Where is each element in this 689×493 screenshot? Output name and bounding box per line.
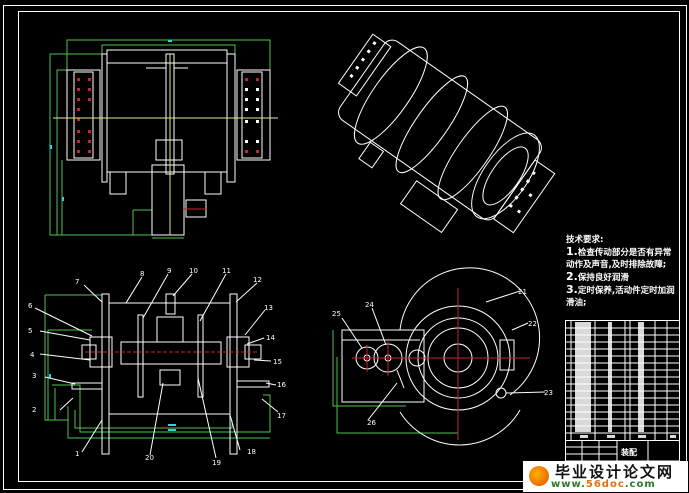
svg-text:15: 15 <box>273 358 282 366</box>
watermark: 毕业设计论文网 www.56doc.com <box>523 461 688 492</box>
tech-heading: 技术要求: <box>566 235 604 245</box>
svg-text:14: 14 <box>266 334 275 342</box>
title-block-title: 装配 <box>621 448 637 457</box>
svg-text:23: 23 <box>544 389 553 397</box>
svg-text:10: 10 <box>189 267 198 275</box>
tech-item: 3.定时保养,活动件定时加润滑油; <box>566 283 675 309</box>
inner-frame <box>18 11 680 482</box>
section-part-labels: 1 2 3 4 5 6 7 8 9 10 11 12 13 14 15 16 1… <box>28 267 286 467</box>
svg-text:13: 13 <box>264 304 273 312</box>
svg-text:6: 6 <box>28 302 33 310</box>
svg-text:22: 22 <box>528 320 537 328</box>
watermark-url: www.56doc.com <box>551 479 656 490</box>
svg-text:5: 5 <box>28 327 32 335</box>
svg-text:7: 7 <box>75 278 79 286</box>
watermark-title: 毕业设计论文网 <box>555 463 675 481</box>
svg-text:17: 17 <box>277 412 286 420</box>
watermark-logo-icon <box>529 466 549 486</box>
side-view: 21 22 23 24 25 26 <box>332 267 553 446</box>
svg-text:26: 26 <box>367 419 376 427</box>
outer-frame <box>3 5 687 490</box>
svg-text:21: 21 <box>518 288 527 296</box>
svg-text:1: 1 <box>75 450 79 458</box>
svg-text:25: 25 <box>332 310 341 318</box>
svg-text:3: 3 <box>32 372 36 380</box>
svg-text:4: 4 <box>30 351 35 359</box>
svg-text:9: 9 <box>167 267 171 275</box>
svg-text:18: 18 <box>247 448 256 456</box>
svg-text:20: 20 <box>145 454 154 462</box>
parts-list-table <box>565 320 680 441</box>
svg-text:11: 11 <box>222 267 231 275</box>
svg-text:19: 19 <box>212 459 221 467</box>
section-view <box>34 273 279 459</box>
svg-text:2: 2 <box>32 406 36 414</box>
isometric-view <box>337 33 556 234</box>
svg-text:16: 16 <box>277 381 286 389</box>
tech-item: 1.检查传动部分是否有异常动作及声音,及时排除故障; <box>566 245 672 271</box>
tech-item: 2.保持良好润滑 <box>566 270 629 284</box>
technical-requirements: 技术要求: 1.检查传动部分是否有异常动作及声音,及时排除故障; 2.保持良好润… <box>566 234 678 309</box>
front-view <box>49 39 278 239</box>
svg-text:8: 8 <box>140 270 144 278</box>
svg-text:24: 24 <box>365 301 374 309</box>
svg-text:12: 12 <box>253 276 262 284</box>
